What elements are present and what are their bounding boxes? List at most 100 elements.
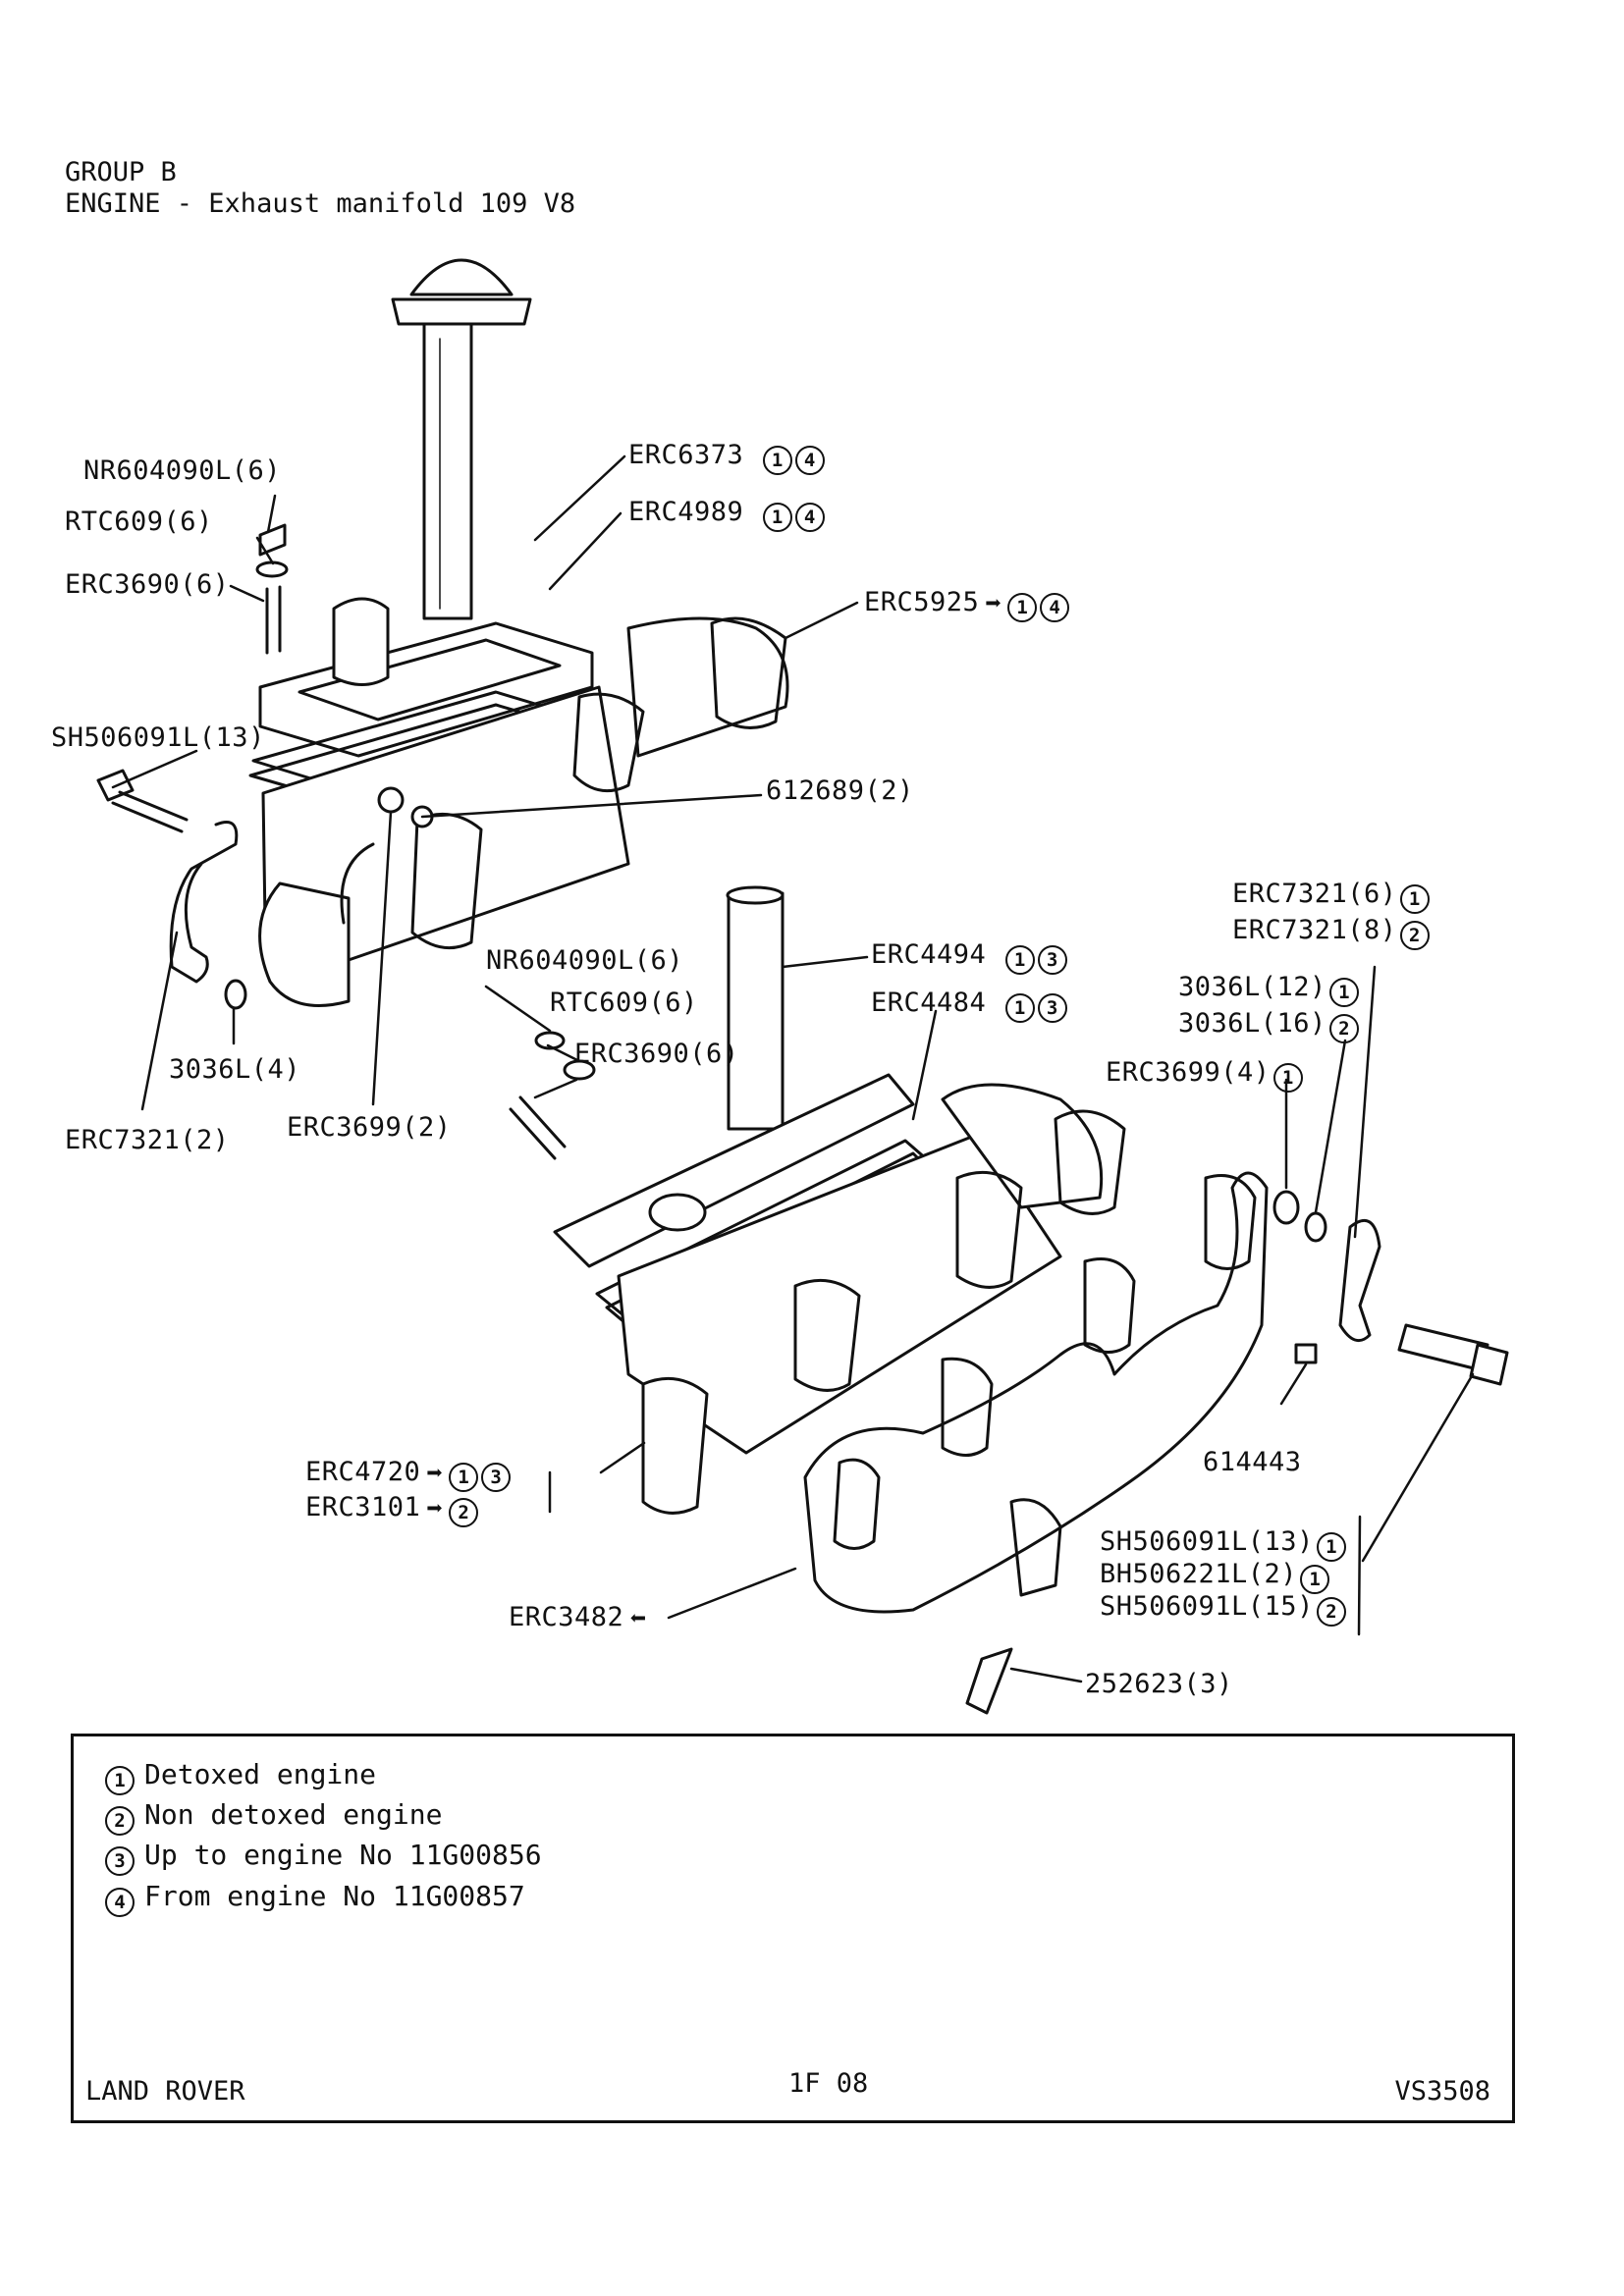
callout-code: BH506221L(2) xyxy=(1100,1559,1298,1589)
callout-252623: 252623(3) xyxy=(1085,1669,1233,1700)
callout-code: NR604090L(6) xyxy=(83,455,282,486)
callout-code: 252623(3) xyxy=(1085,1669,1233,1699)
callout-code: 614443 xyxy=(1203,1447,1302,1477)
note-text: From engine No 11G00857 xyxy=(144,1880,525,1912)
note-ref-2: 2 xyxy=(449,1498,479,1527)
note-text: Detoxed engine xyxy=(144,1758,377,1790)
callout-code: ERC3690(6) xyxy=(574,1039,739,1069)
note-ref-1: 1 xyxy=(1300,1565,1330,1594)
callout-bh506221l: BH506221L(2)1 xyxy=(1100,1559,1330,1594)
note-ref-4: 4 xyxy=(794,446,825,475)
callout-erc3690-upper: ERC3690(6) xyxy=(65,569,230,601)
note-ref-2: 2 xyxy=(1399,921,1430,950)
callout-3036l-4: 3036L(4) xyxy=(169,1054,300,1086)
callout-code: NR604090L(6) xyxy=(486,945,684,976)
note-text: Non detoxed engine xyxy=(144,1798,443,1831)
callout-code: 3036L(12) xyxy=(1178,972,1326,1002)
callout-code: ERC4989 xyxy=(628,497,744,527)
callout-code: ERC3699(2) xyxy=(287,1112,452,1143)
note-ref-4: 4 xyxy=(1040,593,1070,622)
lower-manifold-drawing xyxy=(553,885,1126,1515)
new-part-arrow-icon: ➡ xyxy=(985,587,1002,619)
callout-code: ERC4720 xyxy=(305,1457,421,1487)
note-ref-1: 1 xyxy=(1007,593,1038,622)
upper-manifold-drawing xyxy=(248,258,789,1007)
legend-note-1: 1 Detoxed engine xyxy=(105,1758,376,1795)
callout-code: ERC7321(8) xyxy=(1232,915,1397,945)
callout-erc7321-2: ERC7321(2) xyxy=(65,1125,230,1156)
changed-part-arrow-icon: ⬅ xyxy=(629,1602,647,1634)
callout-code: 3036L(4) xyxy=(169,1054,301,1085)
note-ref-1: 1 xyxy=(1316,1532,1346,1562)
note-number: 2 xyxy=(105,1806,135,1836)
callout-3036l-12: 3036L(12)1 xyxy=(1178,972,1359,1007)
callout-code: 3036L(16) xyxy=(1178,1008,1326,1039)
footer-page-number: 1F 08 xyxy=(788,2068,869,2099)
callout-code: ERC3699(4) xyxy=(1106,1057,1271,1088)
note-ref-1: 1 xyxy=(1004,945,1035,975)
callout-erc3482: ERC3482⬅ xyxy=(509,1602,649,1634)
new-part-arrow-icon: ➡ xyxy=(426,1492,444,1524)
callout-nr604090l-upper: NR604090L(6) xyxy=(83,455,281,487)
note-ref-1: 1 xyxy=(1272,1063,1303,1093)
callout-code: ERC4494 xyxy=(871,939,987,970)
callout-code: ERC3101 xyxy=(305,1492,421,1522)
new-part-arrow-icon: ➡ xyxy=(426,1457,444,1489)
callout-erc3699-2: ERC3699(2) xyxy=(287,1112,452,1144)
note-ref-3: 3 xyxy=(1037,993,1067,1023)
legend-note-4: 4 From engine No 11G00857 xyxy=(105,1880,525,1917)
note-number: 4 xyxy=(105,1888,135,1917)
callout-erc3699-4: ERC3699(4)1 xyxy=(1106,1057,1303,1093)
page-title: ENGINE - Exhaust manifold 109 V8 xyxy=(65,188,576,219)
callout-sh506091l-13: SH506091L(13)1 xyxy=(1100,1526,1346,1562)
note-ref-1: 1 xyxy=(762,503,792,532)
callout-code: SH506091L(13) xyxy=(1100,1526,1314,1557)
callout-erc3690-lower: ERC3690(6) xyxy=(574,1039,739,1070)
callout-code: RTC609(6) xyxy=(65,507,213,537)
callout-code: ERC7321(2) xyxy=(65,1125,230,1155)
callout-nr604090l-lower: NR604090L(6) xyxy=(486,945,683,977)
legend-box: 1 Detoxed engine 2 Non detoxed engine 3 Up … xyxy=(71,1734,1515,2123)
footer-brand: LAND ROVER xyxy=(85,2076,245,2107)
callout-code: RTC609(6) xyxy=(550,988,698,1018)
front-manifold-drawing xyxy=(509,1031,1509,1715)
callout-code: SH506091L(13) xyxy=(51,722,265,753)
callout-erc7321-8: ERC7321(8)2 xyxy=(1232,915,1430,950)
callout-code: ERC7321(6) xyxy=(1232,879,1397,909)
callout-code: ERC5925 xyxy=(864,587,980,617)
callout-rtc609-lower: RTC609(6) xyxy=(550,988,698,1019)
note-number: 1 xyxy=(105,1766,135,1795)
note-number: 3 xyxy=(105,1846,135,1876)
note-ref-1: 1 xyxy=(449,1463,479,1492)
callout-code: ERC4484 xyxy=(871,988,987,1018)
callout-3036l-16: 3036L(16)2 xyxy=(1178,1008,1359,1043)
note-ref-1: 1 xyxy=(1328,978,1359,1007)
callout-code: ERC6373 xyxy=(628,440,744,470)
callout-614443: 614443 xyxy=(1203,1447,1302,1478)
note-ref-2: 2 xyxy=(1328,1014,1359,1043)
group-heading: GROUP B xyxy=(65,157,177,187)
callout-code: ERC3690(6) xyxy=(65,569,230,600)
legend-note-2: 2 Non detoxed engine xyxy=(105,1798,442,1836)
note-ref-1: 1 xyxy=(1004,993,1035,1023)
callout-612689: 612689(2) xyxy=(766,775,914,807)
footer-reference: VS3508 xyxy=(1394,2076,1490,2107)
callout-sh506091l-upper: SH506091L(13) xyxy=(51,722,265,754)
note-ref-3: 3 xyxy=(1037,945,1067,975)
callout-sh506091l-15: SH506091L(15)2 xyxy=(1100,1591,1346,1627)
callout-rtc609-upper: RTC609(6) xyxy=(65,507,213,538)
note-ref-1: 1 xyxy=(762,446,792,475)
callout-erc3101: ERC3101➡2 xyxy=(305,1492,479,1527)
callout-code: ERC3482 xyxy=(509,1602,624,1632)
leader-lines xyxy=(111,454,1475,1683)
callout-erc7321-6: ERC7321(6)1 xyxy=(1232,879,1430,914)
note-text: Up to engine No 11G00856 xyxy=(144,1839,542,1871)
note-ref-4: 4 xyxy=(794,503,825,532)
